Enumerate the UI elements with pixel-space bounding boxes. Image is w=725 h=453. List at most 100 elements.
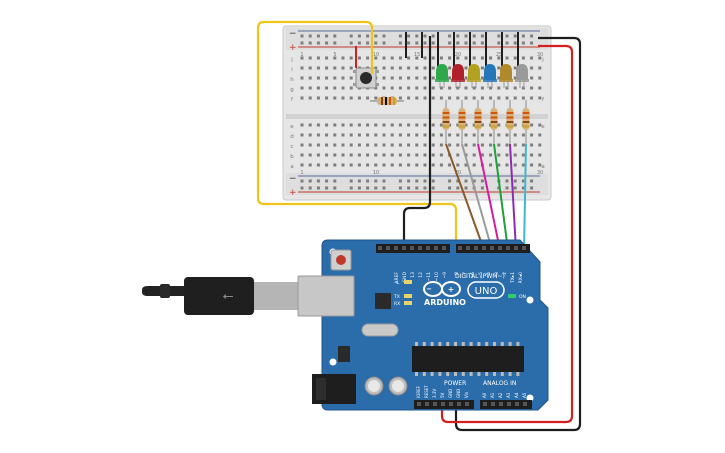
- breadboard-hole[interactable]: [480, 96, 484, 100]
- breadboard-hole[interactable]: [497, 76, 501, 80]
- led-5[interactable]: [499, 64, 513, 88]
- breadboard-hole[interactable]: [325, 123, 329, 127]
- breadboard-hole[interactable]: [390, 86, 394, 90]
- rail-hole[interactable]: [415, 34, 419, 38]
- rail-hole[interactable]: [357, 179, 361, 183]
- breadboard-hole[interactable]: [415, 66, 419, 70]
- led-1[interactable]: [435, 64, 449, 88]
- breadboard-hole[interactable]: [448, 96, 452, 100]
- breadboard-hole[interactable]: [538, 56, 542, 60]
- breadboard-hole[interactable]: [341, 76, 345, 80]
- rail-hole[interactable]: [316, 34, 320, 38]
- breadboard-hole[interactable]: [431, 66, 435, 70]
- rail-hole[interactable]: [456, 186, 460, 190]
- breadboard-hole[interactable]: [448, 56, 452, 60]
- rail-hole[interactable]: [521, 186, 525, 190]
- led-6[interactable]: [515, 64, 529, 88]
- breadboard-hole[interactable]: [374, 163, 378, 167]
- breadboard-hole[interactable]: [456, 123, 460, 127]
- breadboard-hole[interactable]: [538, 86, 542, 90]
- rail-hole[interactable]: [308, 179, 312, 183]
- breadboard-hole[interactable]: [472, 143, 476, 147]
- gray-wire-pin6[interactable]: [461, 143, 493, 251]
- rail-hole[interactable]: [333, 179, 337, 183]
- breadboard-hole[interactable]: [431, 143, 435, 147]
- rail-hole[interactable]: [415, 41, 419, 45]
- led-2[interactable]: [451, 64, 465, 88]
- breadboard-hole[interactable]: [513, 163, 517, 167]
- rail-hole[interactable]: [382, 186, 386, 190]
- rail-hole[interactable]: [505, 179, 509, 183]
- breadboard-hole[interactable]: [448, 123, 452, 127]
- breadboard-hole[interactable]: [349, 143, 353, 147]
- rail-hole[interactable]: [456, 179, 460, 183]
- breadboard-hole[interactable]: [349, 76, 353, 80]
- breadboard-hole[interactable]: [308, 143, 312, 147]
- breadboard-hole[interactable]: [325, 56, 329, 60]
- rail-hole[interactable]: [505, 186, 509, 190]
- breadboard-hole[interactable]: [415, 56, 419, 60]
- breadboard-hole[interactable]: [300, 56, 304, 60]
- breadboard-hole[interactable]: [472, 163, 476, 167]
- rail-hole[interactable]: [530, 34, 534, 38]
- rail-hole[interactable]: [300, 41, 304, 45]
- breadboard-hole[interactable]: [366, 133, 370, 137]
- breadboard-hole[interactable]: [341, 153, 345, 157]
- breadboard-hole[interactable]: [480, 76, 484, 80]
- rail-hole[interactable]: [415, 179, 419, 183]
- breadboard-hole[interactable]: [357, 143, 361, 147]
- breadboard-hole[interactable]: [431, 86, 435, 90]
- rail-hole[interactable]: [374, 41, 378, 45]
- breadboard-hole[interactable]: [480, 56, 484, 60]
- breadboard-hole[interactable]: [407, 76, 411, 80]
- breadboard-hole[interactable]: [316, 76, 320, 80]
- breadboard-hole[interactable]: [374, 56, 378, 60]
- breadboard-hole[interactable]: [423, 56, 427, 60]
- rail-hole[interactable]: [464, 34, 468, 38]
- rail-hole[interactable]: [366, 34, 370, 38]
- rail-hole[interactable]: [308, 34, 312, 38]
- rail-hole[interactable]: [423, 179, 427, 183]
- breadboard-hole[interactable]: [489, 86, 493, 90]
- rail-hole[interactable]: [431, 41, 435, 45]
- breadboard-hole[interactable]: [448, 66, 452, 70]
- breadboard-hole[interactable]: [464, 123, 468, 127]
- rail-hole[interactable]: [300, 186, 304, 190]
- breadboard-hole[interactable]: [521, 163, 525, 167]
- rail-hole[interactable]: [300, 179, 304, 183]
- rail-hole[interactable]: [423, 41, 427, 45]
- breadboard-hole[interactable]: [325, 66, 329, 70]
- breadboard-hole[interactable]: [464, 76, 468, 80]
- breadboard-hole[interactable]: [333, 96, 337, 100]
- breadboard-hole[interactable]: [374, 123, 378, 127]
- breadboard-hole[interactable]: [300, 96, 304, 100]
- breadboard-hole[interactable]: [308, 123, 312, 127]
- breadboard-hole[interactable]: [398, 153, 402, 157]
- breadboard-hole[interactable]: [538, 76, 542, 80]
- breadboard-hole[interactable]: [497, 163, 501, 167]
- breadboard-hole[interactable]: [382, 76, 386, 80]
- rail-hole[interactable]: [456, 34, 460, 38]
- breadboard-hole[interactable]: [472, 123, 476, 127]
- digital-header[interactable]: [376, 244, 530, 253]
- breadboard-hole[interactable]: [497, 66, 501, 70]
- rail-hole[interactable]: [521, 34, 525, 38]
- rail-hole[interactable]: [505, 41, 509, 45]
- rail-hole[interactable]: [472, 179, 476, 183]
- breadboard-hole[interactable]: [325, 76, 329, 80]
- breadboard-hole[interactable]: [513, 66, 517, 70]
- rail-hole[interactable]: [464, 186, 468, 190]
- breadboard-hole[interactable]: [530, 123, 534, 127]
- breadboard-hole[interactable]: [398, 56, 402, 60]
- rail-hole[interactable]: [480, 34, 484, 38]
- breadboard-hole[interactable]: [423, 133, 427, 137]
- breadboard-hole[interactable]: [464, 133, 468, 137]
- breadboard-hole[interactable]: [382, 56, 386, 60]
- magenta-wire-pin5[interactable]: [477, 143, 501, 251]
- breadboard-hole[interactable]: [431, 123, 435, 127]
- breadboard-hole[interactable]: [489, 143, 493, 147]
- breadboard-hole[interactable]: [366, 96, 370, 100]
- breadboard-hole[interactable]: [489, 153, 493, 157]
- breadboard-hole[interactable]: [407, 153, 411, 157]
- breadboard-hole[interactable]: [448, 163, 452, 167]
